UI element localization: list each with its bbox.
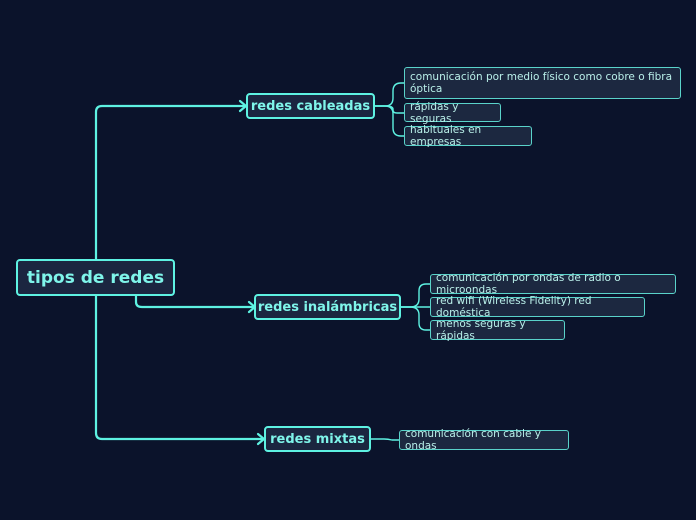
branch-node-cableadas[interactable]: redes cableadas bbox=[246, 93, 375, 119]
link-mixtas-leaf-1 bbox=[369, 438, 400, 441]
leaf-inalambricas-2[interactable]: red wifi (Wireless Fidelity) red domésti… bbox=[430, 295, 645, 319]
root-node[interactable]: tipos de redes bbox=[16, 259, 175, 296]
link-cableadas-leaf-1 bbox=[374, 82, 405, 107]
link-inalambricas-leaf-1 bbox=[400, 283, 431, 308]
leaf-cableadas-2[interactable]: rápidas y seguras bbox=[404, 101, 501, 125]
leaf-cableadas-3[interactable]: habituales en empresas bbox=[404, 124, 532, 148]
link-cableadas-leaf-3 bbox=[374, 105, 405, 137]
leaf-cableadas-1[interactable]: comunicación por medio físico como cobre… bbox=[404, 67, 681, 99]
leaf-inalambricas-3[interactable]: menos seguras y rápidas bbox=[430, 318, 565, 342]
link-root-cableadas bbox=[94, 104, 247, 262]
leaf-inalambricas-1[interactable]: comunicación por ondas de radio o microo… bbox=[430, 272, 676, 296]
leaf-mixtas-1[interactable]: comunicación con cable y ondas bbox=[399, 428, 569, 452]
link-root-inalambricas bbox=[134, 293, 256, 309]
link-inalambricas-leaf-3 bbox=[400, 306, 431, 331]
branch-node-mixtas[interactable]: redes mixtas bbox=[264, 426, 371, 452]
branch-node-inalambricas[interactable]: redes inalámbricas bbox=[254, 294, 401, 320]
link-root-mixtas bbox=[94, 293, 265, 441]
